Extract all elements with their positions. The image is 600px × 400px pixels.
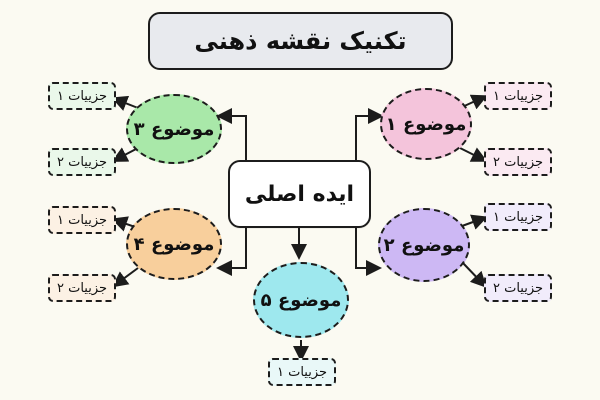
- connector-topic3-detail2: [111, 147, 139, 162]
- topic-node-5: موضوع ۵: [253, 262, 349, 338]
- diagram-title: تکنیک نقشه ذهنی: [148, 12, 453, 70]
- topic-node-4: موضوع ۴: [126, 208, 222, 280]
- connector-topic2-detail1: [461, 214, 488, 230]
- topic-label: موضوع ۴: [133, 233, 215, 255]
- detail-box: جزییات ۱: [484, 82, 552, 110]
- detail-box: جزییات ۱: [484, 203, 552, 231]
- topic-label: موضوع ۱: [385, 113, 467, 135]
- topic-node-2: موضوع ۲: [378, 208, 470, 282]
- detail-box: جزییات ۲: [48, 274, 116, 302]
- detail-label: جزییات ۱: [56, 88, 108, 104]
- topic-node-1: موضوع ۱: [380, 88, 472, 160]
- central-idea-node: ایده اصلی: [228, 160, 371, 228]
- topic-label: موضوع ۵: [260, 289, 342, 311]
- topic-label: موضوع ۲: [383, 234, 465, 256]
- detail-label: جزییات ۱: [56, 212, 108, 228]
- connector-topic3-detail1: [111, 95, 139, 111]
- connector-center-topic-3: [216, 108, 247, 160]
- connector-center-topic-1: [355, 108, 384, 160]
- detail-box: جزییات ۲: [484, 148, 552, 176]
- detail-box: جزییات ۱: [48, 206, 116, 234]
- detail-box: جزییات ۲: [48, 148, 116, 176]
- detail-label: جزییات ۲: [492, 280, 544, 296]
- detail-box: جزییات ۱: [48, 82, 116, 110]
- connector-topic1-detail2: [459, 147, 488, 162]
- detail-label: جزییات ۱: [276, 364, 328, 380]
- detail-label: جزییات ۱: [492, 209, 544, 225]
- topic-node-3: موضوع ۳: [126, 94, 222, 164]
- detail-box: جزییات ۱: [268, 358, 336, 386]
- detail-label: جزییات ۲: [56, 280, 108, 296]
- detail-label: جزییات ۲: [56, 154, 108, 170]
- connector-center-topic-4: [216, 228, 247, 276]
- connector-topic2-detail2: [461, 261, 487, 288]
- detail-label: جزییات ۲: [492, 154, 544, 170]
- topic-label: موضوع ۳: [133, 118, 215, 140]
- connector-topic4-detail2: [111, 267, 139, 288]
- connector-center-topic-2: [355, 228, 382, 276]
- detail-label: جزییات ۱: [492, 88, 544, 104]
- detail-box: جزییات ۲: [484, 274, 552, 302]
